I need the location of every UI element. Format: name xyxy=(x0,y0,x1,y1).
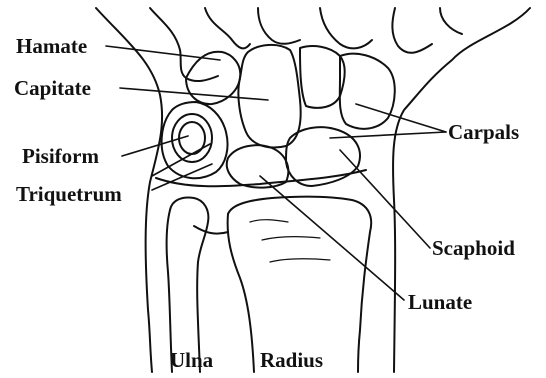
forearm-outline-right xyxy=(393,8,530,372)
pisiform-leader xyxy=(122,136,188,156)
ulna-bone xyxy=(170,198,208,373)
trapezoid-bone xyxy=(300,46,345,108)
label-capitate: Capitate xyxy=(14,78,91,99)
ulna-head xyxy=(194,226,228,234)
metacarpal-1 xyxy=(150,8,218,81)
hamate-leader xyxy=(106,46,220,60)
label-radius: Radius xyxy=(260,350,323,371)
radius-left-edge xyxy=(228,214,254,372)
lunate-leader xyxy=(260,176,404,300)
metacarpal-4 xyxy=(320,8,372,48)
capitate-bone xyxy=(238,45,300,148)
metacarpal-2 xyxy=(205,8,250,48)
label-hamate: Hamate xyxy=(16,36,87,57)
label-scaphoid: Scaphoid xyxy=(432,238,515,259)
trapezium-bone xyxy=(340,54,395,129)
metacarpal-3 xyxy=(258,8,300,44)
metacarpal-6 xyxy=(440,8,462,34)
metacarpal-5 xyxy=(392,8,432,53)
label-carpals: Carpals xyxy=(448,122,519,143)
radius-bone xyxy=(228,197,371,372)
label-lunate: Lunate xyxy=(408,292,472,313)
scaphoid-leader xyxy=(340,150,430,248)
label-pisiform: Pisiform xyxy=(22,146,99,167)
label-ulna: Ulna xyxy=(170,350,213,371)
label-triquetrum: Triquetrum xyxy=(16,184,122,205)
